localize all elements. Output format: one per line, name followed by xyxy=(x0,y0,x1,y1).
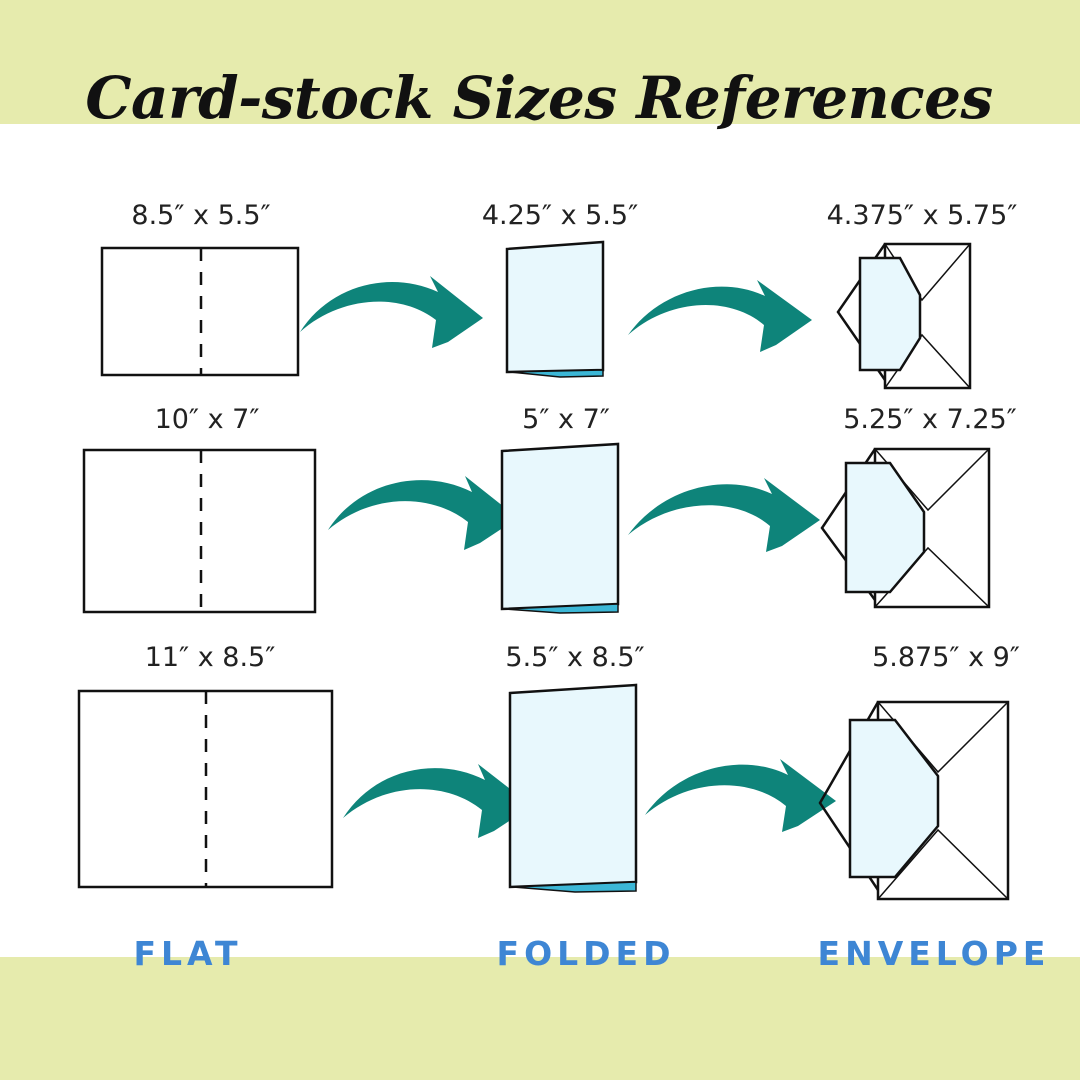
row3-flat-card xyxy=(77,689,334,889)
bottom-band xyxy=(0,957,1080,1080)
row2-folded-card xyxy=(500,442,620,614)
row1-envelope xyxy=(836,242,972,390)
row1-envelope-size: 4.375″ x 5.75″ xyxy=(826,200,1018,231)
row3-arrow-folded-to-envelope xyxy=(645,759,836,832)
column-label-flat: FLAT xyxy=(133,934,243,973)
page-title: Card-stock Sizes References xyxy=(85,64,993,132)
row2-envelope-size: 5.25″ x 7.25″ xyxy=(843,404,1017,435)
top-band xyxy=(0,0,1080,124)
row2-flat-card xyxy=(82,448,317,614)
row1-flat-card xyxy=(100,246,300,377)
row1-arrow-folded-to-envelope xyxy=(628,280,812,352)
row2-arrow-flat-to-folded xyxy=(328,476,518,550)
row3-envelope-size: 5.875″ x 9″ xyxy=(872,642,1020,673)
column-label-folded: FOLDED xyxy=(496,934,676,973)
row3-flat-size: 11″ x 8.5″ xyxy=(144,642,276,673)
row2-flat-size: 10″ x 7″ xyxy=(154,404,260,435)
row1-flat-size: 8.5″ x 5.5″ xyxy=(131,200,271,231)
row1-folded-card xyxy=(505,240,605,378)
row1-arrow-flat-to-folded xyxy=(300,276,483,348)
row2-arrow-folded-to-envelope xyxy=(628,478,820,552)
row2-folded-size: 5″ x 7″ xyxy=(522,404,610,435)
row3-envelope xyxy=(818,700,1010,901)
row3-arrow-flat-to-folded xyxy=(343,764,532,838)
row1-folded-size: 4.25″ x 5.5″ xyxy=(481,200,639,231)
column-label-envelope: ENVELOPE xyxy=(817,934,1051,973)
row2-envelope xyxy=(820,447,991,609)
row3-folded-card xyxy=(508,683,638,893)
row3-folded-size: 5.5″ x 8.5″ xyxy=(505,642,645,673)
